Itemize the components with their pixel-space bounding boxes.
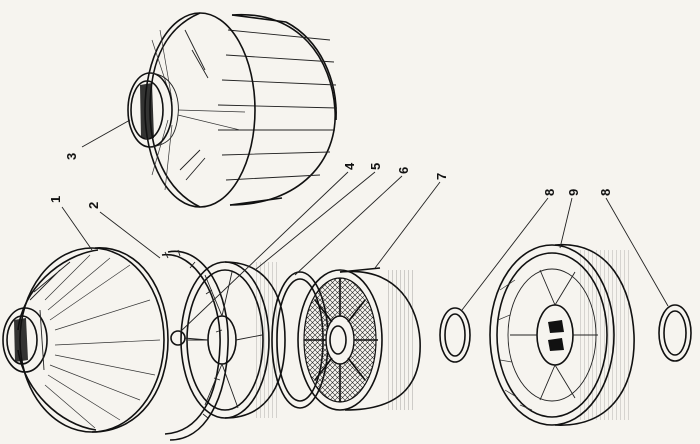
label-6: 6 — [396, 167, 411, 174]
label-2: 2 — [86, 202, 101, 209]
label-7: 7 — [434, 173, 449, 180]
part-1-housing-cover — [2, 247, 169, 433]
leader-lines — [61, 119, 669, 333]
label-8-right: 8 — [598, 189, 613, 196]
part-8-ring-right — [658, 304, 692, 362]
part-3-housing-cover — [127, 12, 338, 208]
part-4-filter-element — [170, 261, 286, 419]
part-labels: 1 2 3 4 5 6 7 8 9 8 — [48, 153, 613, 209]
label-1: 1 — [48, 196, 63, 203]
part-8-ring-left — [439, 307, 471, 363]
part-2-gasket — [161, 249, 229, 441]
label-9: 9 — [566, 189, 581, 196]
label-3: 3 — [64, 153, 79, 160]
part-7-mesh-cartridge — [297, 267, 421, 411]
label-5: 5 — [368, 163, 383, 170]
label-8-left: 8 — [542, 189, 557, 196]
part-9-base-housing — [489, 243, 635, 426]
label-4: 4 — [342, 162, 357, 170]
